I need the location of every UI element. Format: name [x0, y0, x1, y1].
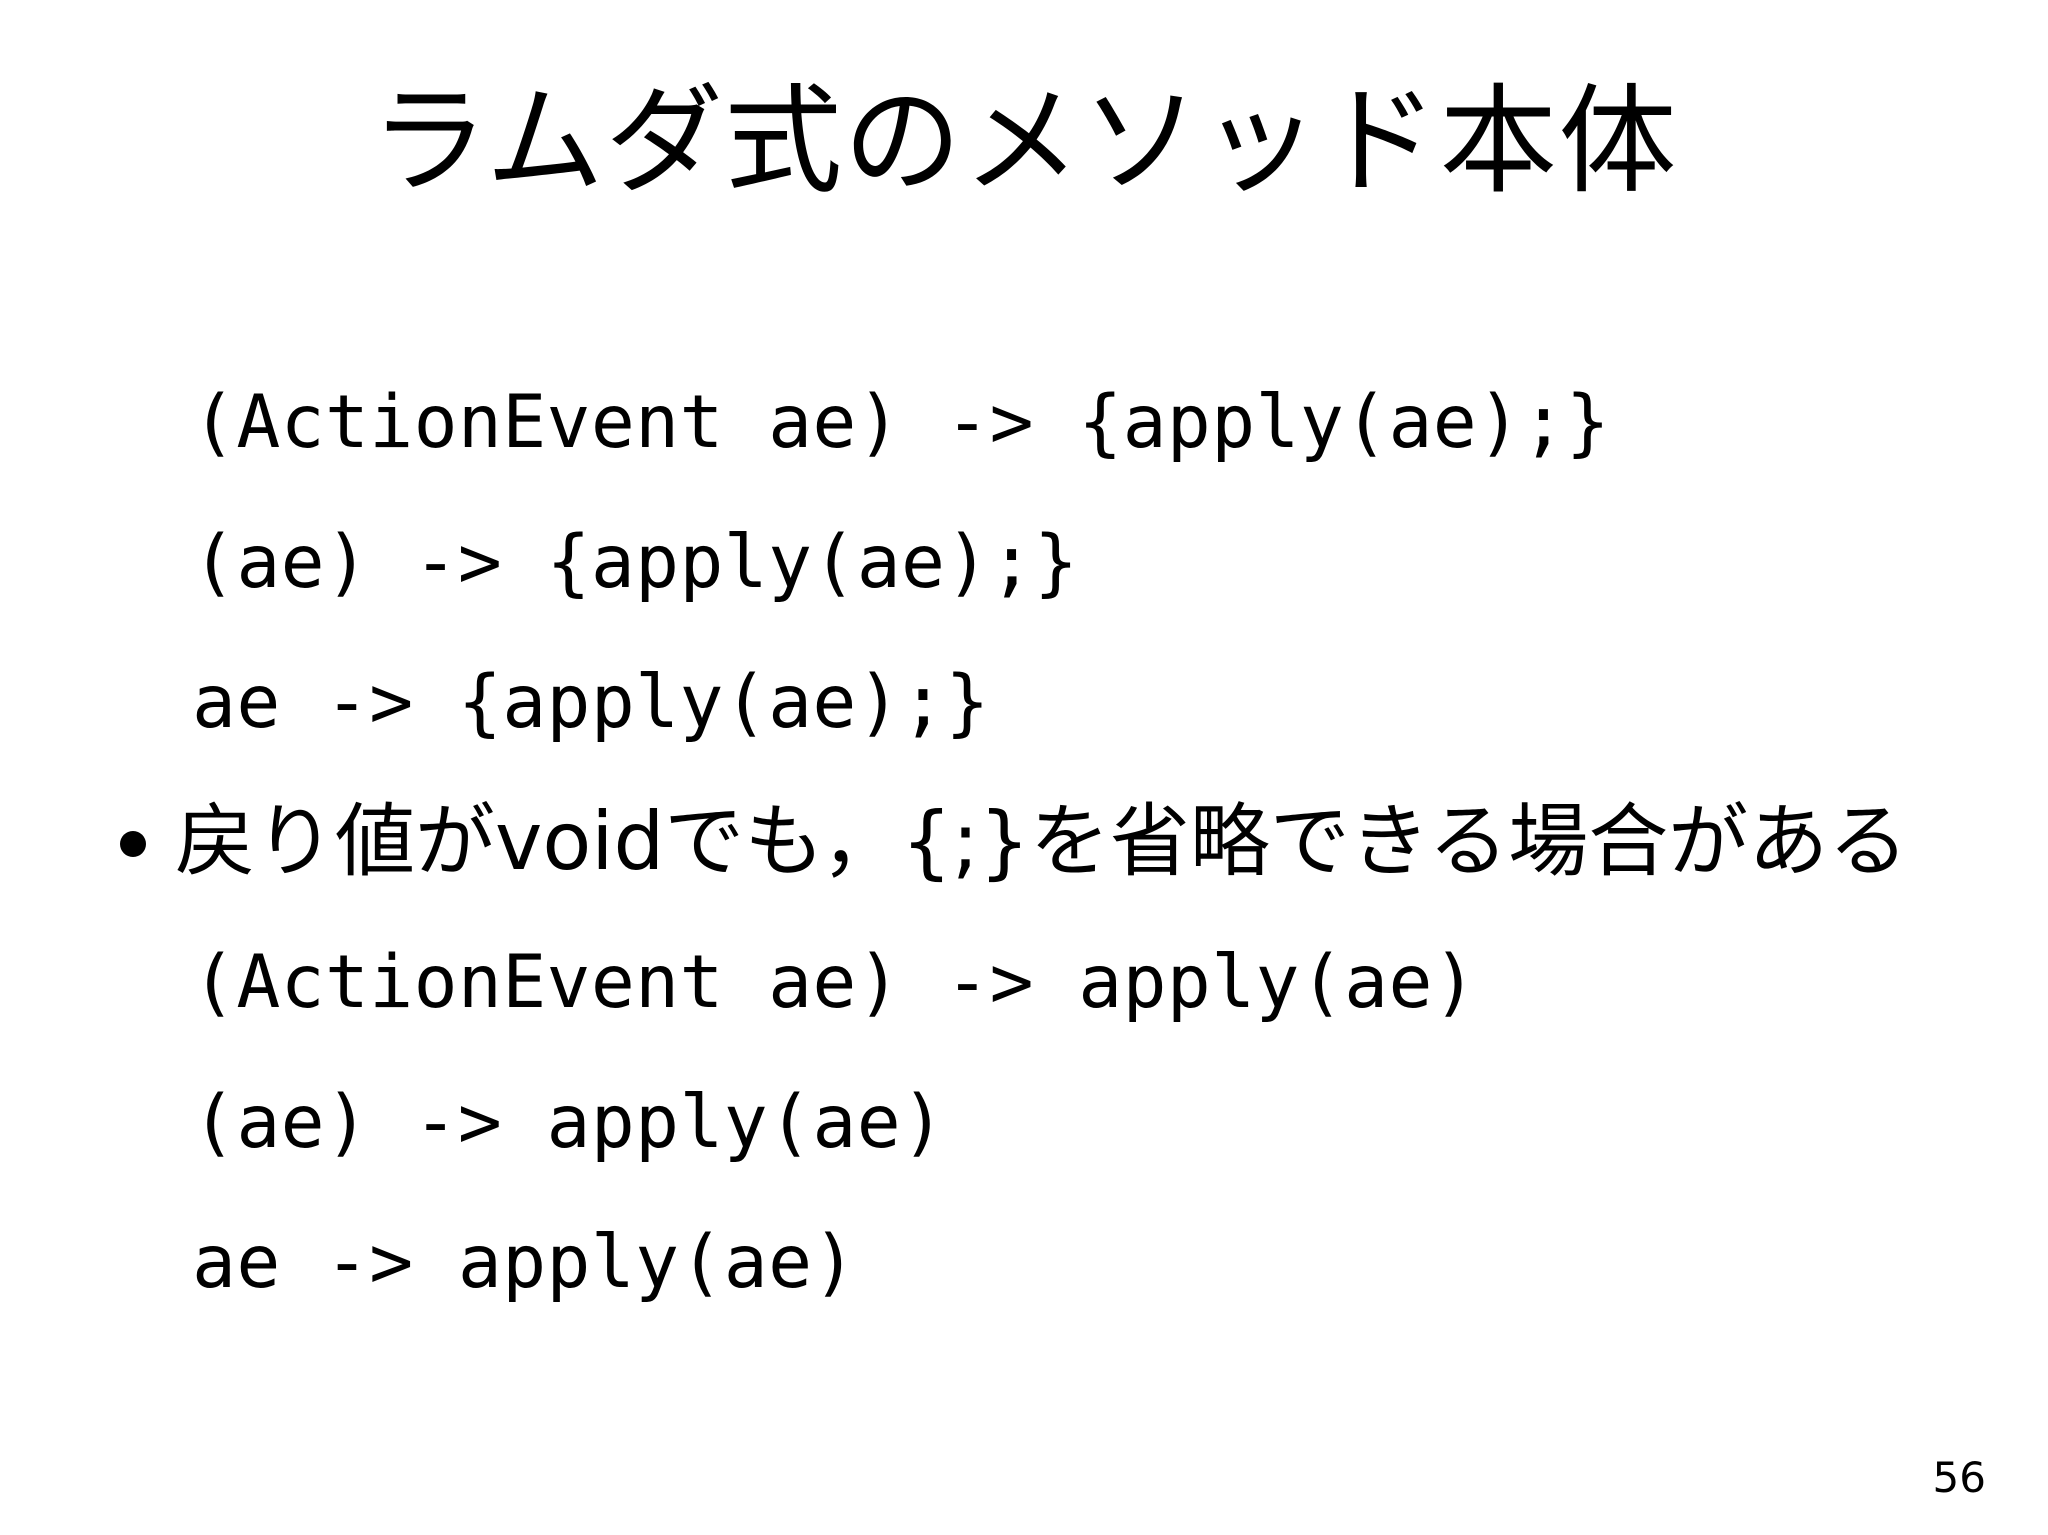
code-line: ae -> {apply(ae);} — [0, 632, 2048, 772]
code-line-text: (ae) -> {apply(ae);} — [192, 519, 1079, 605]
code-line-text: ae -> apply(ae) — [192, 1219, 857, 1305]
code-line: (ae) -> apply(ae) — [0, 1052, 2048, 1192]
bullet-list-item: 戻り値がvoidでも，{;}を省略できる場合がある — [0, 772, 2048, 912]
code-line: (ActionEvent ae) -> {apply(ae);} — [0, 352, 2048, 492]
code-line: (ae) -> {apply(ae);} — [0, 492, 2048, 632]
code-line-text: (ActionEvent ae) -> {apply(ae);} — [192, 379, 1611, 465]
slide-body: (ActionEvent ae) -> {apply(ae);} (ae) ->… — [0, 352, 2048, 1372]
code-line-text: ae -> {apply(ae);} — [192, 659, 990, 745]
page-title: ラムダ式のメソッド本体 — [370, 72, 1678, 210]
bullet-point-icon — [120, 831, 146, 857]
page-number: 56 — [1932, 1453, 1986, 1502]
code-line-text: (ActionEvent ae) -> apply(ae) — [192, 939, 1478, 1025]
bullet-line-text: 戻り値がvoidでも，{;}を省略できる場合がある — [175, 795, 1909, 888]
code-line: (ActionEvent ae) -> apply(ae) — [0, 912, 2048, 1052]
code-line-text: (ae) -> apply(ae) — [192, 1079, 946, 1165]
code-line: ae -> apply(ae) — [0, 1192, 2048, 1332]
